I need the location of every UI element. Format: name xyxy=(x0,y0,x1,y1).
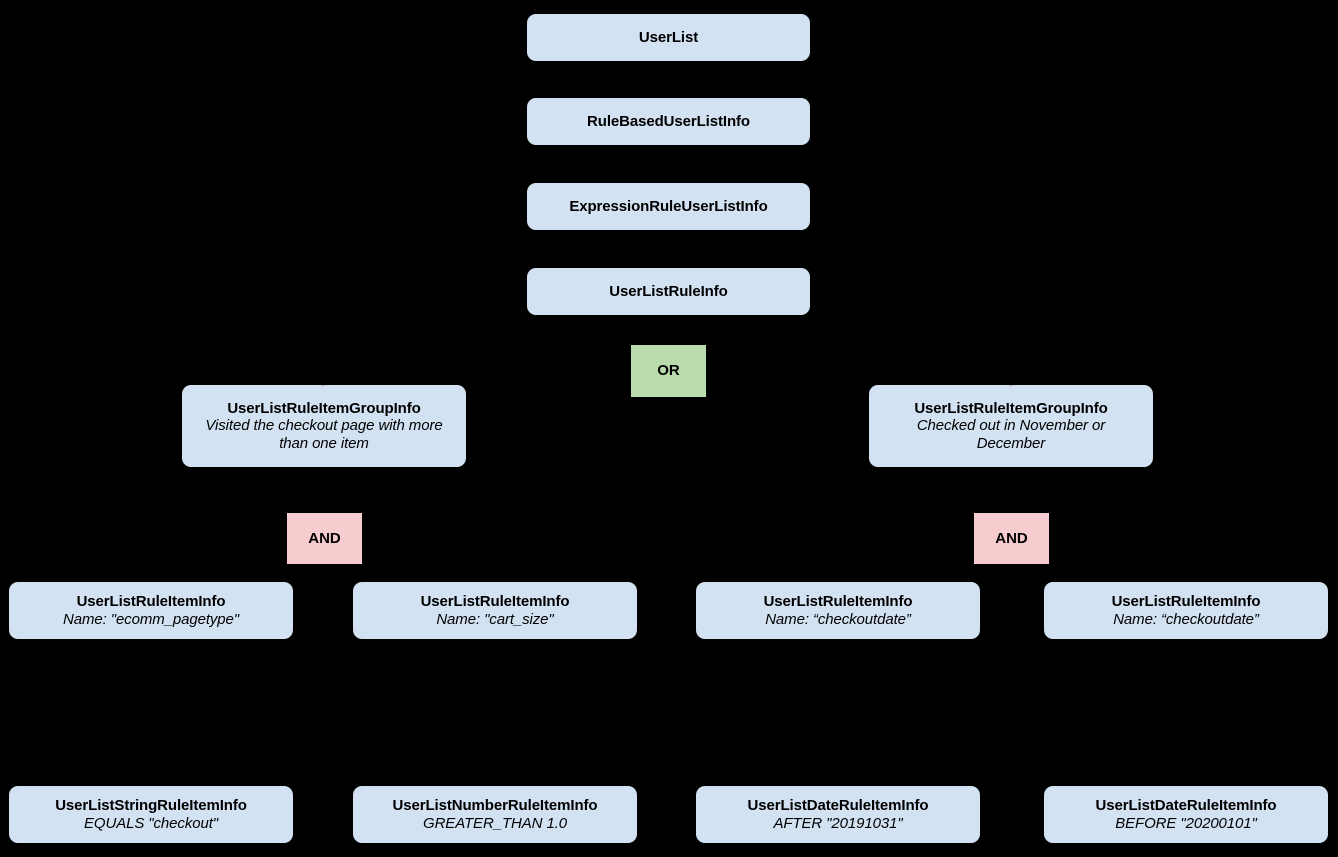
node-description: AFTER "20191031" xyxy=(773,814,903,832)
node-title: UserListNumberRuleItemInfo xyxy=(392,797,598,815)
edge-arrow-to-group-left xyxy=(312,370,334,386)
node-description: Checked out in November or December xyxy=(916,417,1106,452)
node-description: GREATER_THAN 1.0 xyxy=(423,814,567,832)
node-rule-item-checkoutdate-before[interactable]: UserListRuleItemInfo Name: “checkoutdate… xyxy=(1044,582,1328,639)
operator-and-left[interactable]: AND xyxy=(287,513,362,564)
node-rule-item-ecomm-pagetype[interactable]: UserListRuleItemInfo Name: "ecomm_pagety… xyxy=(9,582,293,639)
node-title: UserListRuleItemInfo xyxy=(1111,593,1261,611)
node-description: EQUALS "checkout" xyxy=(83,814,218,832)
node-title: UserListStringRuleItemInfo xyxy=(55,797,247,815)
operator-label: OR xyxy=(657,362,680,380)
node-expression-rule-user-list-info[interactable]: ExpressionRuleUserListInfo xyxy=(527,183,810,230)
node-description: BEFORE "20200101" xyxy=(1115,814,1257,832)
node-description: Name: “checkoutdate” xyxy=(1113,610,1259,628)
node-rule-item-checkoutdate-after[interactable]: UserListRuleItemInfo Name: “checkoutdate… xyxy=(696,582,980,639)
node-description: Name: “checkoutdate” xyxy=(765,610,911,628)
node-title: UserListRuleItemInfo xyxy=(763,593,913,611)
node-rule-item-cart-size[interactable]: UserListRuleItemInfo Name: "cart_size" xyxy=(353,582,637,639)
node-user-list-rule-info[interactable]: UserListRuleInfo xyxy=(527,268,810,315)
node-leaf-date-rule-item-before[interactable]: UserListDateRuleItemInfo BEFORE "2020010… xyxy=(1044,786,1328,843)
node-group-info-left[interactable]: UserListRuleItemGroupInfo Visited the ch… xyxy=(182,385,466,467)
node-title: ExpressionRuleUserListInfo xyxy=(569,197,768,215)
node-title: UserListRuleItemInfo xyxy=(76,593,226,611)
node-title: UserListRuleItemInfo xyxy=(420,593,570,611)
node-description: Name: "cart_size" xyxy=(436,610,554,628)
operator-label: AND xyxy=(308,529,341,547)
node-description: Visited the checkout page with more than… xyxy=(205,417,443,452)
node-group-info-right[interactable]: UserListRuleItemGroupInfo Checked out in… xyxy=(869,385,1153,467)
node-user-list[interactable]: UserList xyxy=(527,14,810,61)
edge-arrow-to-group-right xyxy=(1000,370,1022,386)
node-title: UserListRuleItemGroupInfo xyxy=(914,400,1108,418)
operator-label: AND xyxy=(995,529,1028,547)
node-description: Name: "ecomm_pagetype" xyxy=(62,610,240,628)
node-title: UserListRuleInfo xyxy=(609,282,728,300)
node-leaf-date-rule-item-after[interactable]: UserListDateRuleItemInfo AFTER "20191031… xyxy=(696,786,980,843)
node-title: UserListDateRuleItemInfo xyxy=(1095,797,1277,815)
operator-or[interactable]: OR xyxy=(631,345,706,397)
node-title: UserListDateRuleItemInfo xyxy=(747,797,929,815)
node-leaf-string-rule-item[interactable]: UserListStringRuleItemInfo EQUALS "check… xyxy=(9,786,293,843)
operator-and-right[interactable]: AND xyxy=(974,513,1049,564)
node-rule-based-user-list-info[interactable]: RuleBasedUserListInfo xyxy=(527,98,810,145)
node-leaf-number-rule-item[interactable]: UserListNumberRuleItemInfo GREATER_THAN … xyxy=(353,786,637,843)
node-title: UserList xyxy=(638,28,699,46)
node-title: RuleBasedUserListInfo xyxy=(587,112,750,130)
node-title: UserListRuleItemGroupInfo xyxy=(227,400,421,418)
